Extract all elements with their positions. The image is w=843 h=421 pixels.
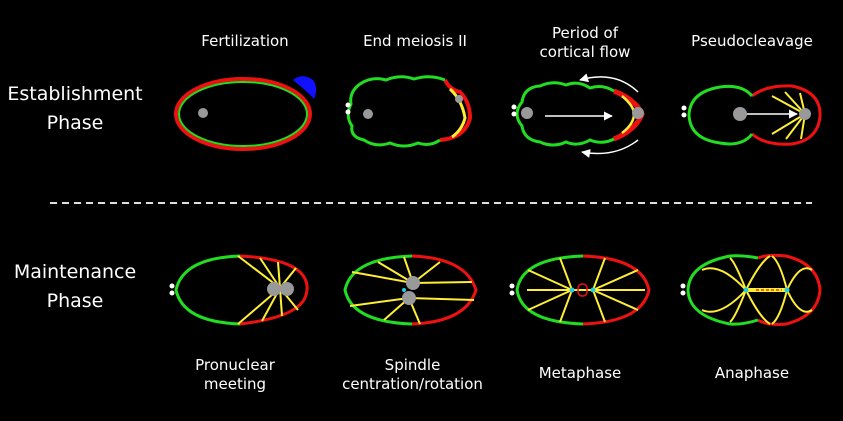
sperm-pronucleus xyxy=(363,109,373,119)
stage-label-cortical-flow: Period of cortical flow xyxy=(500,24,670,62)
stage-label-pseudocleavage: Pseudocleavage xyxy=(672,32,832,51)
maternal-pronucleus xyxy=(267,282,281,296)
stage-label-end-meiosis: End meiosis II xyxy=(335,32,495,51)
stage-label-line1: End meiosis II xyxy=(363,32,467,50)
centrosome xyxy=(455,95,463,103)
embryo-anaphase xyxy=(680,253,822,326)
polar-body xyxy=(511,111,517,117)
stage-label-line1: Pseudocleavage xyxy=(691,32,813,50)
establishment-line2: Phase xyxy=(46,112,104,134)
polar-body xyxy=(345,109,351,115)
embryo-end-meiosis xyxy=(345,75,473,148)
polar-body xyxy=(681,105,687,111)
polar-body xyxy=(169,283,175,289)
centrosome xyxy=(402,288,406,292)
sperm-pronucleus xyxy=(198,108,208,118)
stage-label-line1: Anaphase xyxy=(714,364,790,382)
embryo-cortical-flow xyxy=(511,73,645,158)
stage-label-line1: Metaphase xyxy=(538,364,622,382)
stage-label-pronuclear-meeting: Pronuclear meeting xyxy=(155,356,315,394)
stage-label-line2: meeting xyxy=(203,375,267,393)
paternal-pronucleus xyxy=(280,282,294,296)
maintenance-line1: Maintenance xyxy=(13,261,137,283)
embryo-pronuclear-meeting xyxy=(169,254,309,326)
polar-body xyxy=(509,290,515,296)
stage-label-line1: Fertilization xyxy=(201,32,289,50)
centrosome xyxy=(569,287,575,293)
pronucleus xyxy=(402,291,416,305)
sperm-pronucleus xyxy=(733,107,747,121)
polar-body xyxy=(680,283,686,289)
establishment-line1: Establishment xyxy=(7,83,143,105)
stage-label-line1: Spindle xyxy=(384,356,441,374)
centrosome xyxy=(743,287,749,293)
stage-label-line1: Period of xyxy=(552,24,618,42)
embryo-metaphase xyxy=(509,254,651,326)
stage-label-fertilization: Fertilization xyxy=(165,32,325,51)
sperm-entry xyxy=(293,76,317,99)
centrosome xyxy=(632,107,644,119)
maintenance-phase-label: Maintenance Phase xyxy=(2,258,148,316)
embryo-pseudocleavage xyxy=(681,84,822,146)
stage-label-anaphase: Anaphase xyxy=(672,364,832,383)
polar-body xyxy=(681,112,687,118)
polar-body xyxy=(680,290,686,296)
stage-label-line2: centration/rotation xyxy=(342,375,483,393)
polar-body xyxy=(169,290,175,296)
polar-body xyxy=(511,104,517,110)
stage-label-spindle-centration: Spindle centration/rotation xyxy=(320,356,505,394)
centrosome xyxy=(799,108,811,120)
polar-body xyxy=(509,283,515,289)
stage-label-metaphase: Metaphase xyxy=(500,364,660,383)
centrosome xyxy=(590,287,596,293)
stage-label-line2: cortical flow xyxy=(539,43,631,61)
centrosome xyxy=(784,287,790,293)
maintenance-line2: Phase xyxy=(46,290,104,312)
metaphase-plate xyxy=(577,283,588,297)
flow-arrow xyxy=(581,139,639,158)
establishment-phase-label: Establishment Phase xyxy=(2,80,148,138)
pronucleus xyxy=(406,276,420,290)
embryo-spindle-centration xyxy=(343,254,478,326)
polar-body xyxy=(345,102,351,108)
stage-label-line1: Pronuclear xyxy=(195,356,275,374)
flow-arrow xyxy=(579,73,639,93)
embryo-fertilization xyxy=(174,76,317,151)
sperm-pronucleus xyxy=(521,107,533,119)
